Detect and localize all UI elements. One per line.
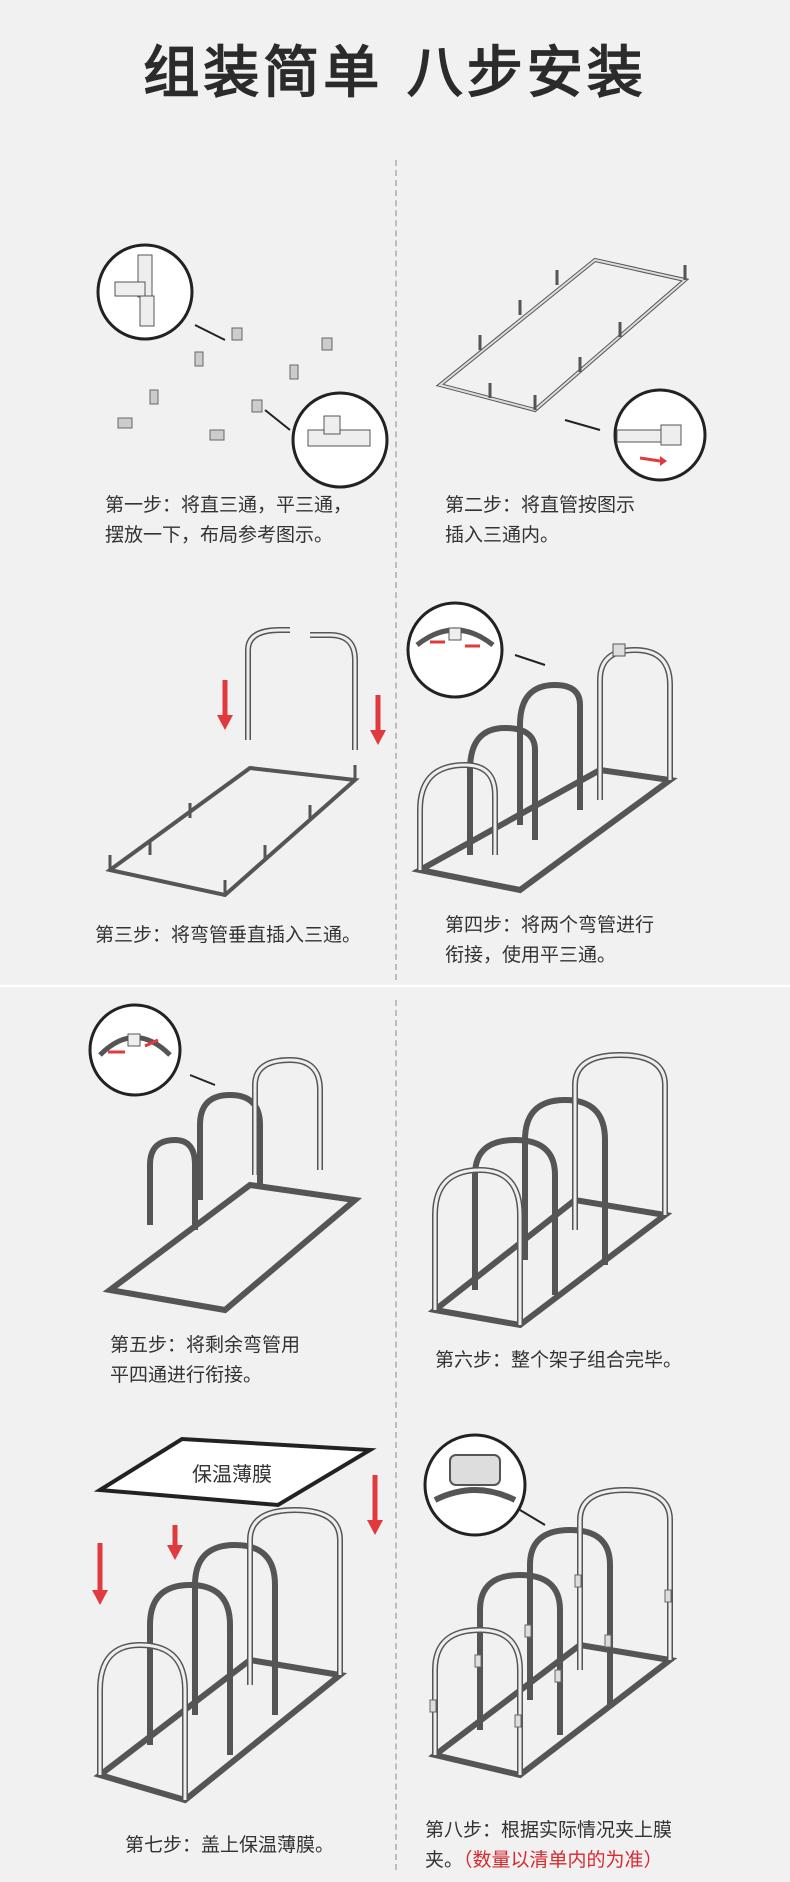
step-6-panel: 第六步：整个架子组合完毕。	[395, 1030, 790, 1385]
step-5-caption-line1: 第五步：将剩余弯管用	[110, 1334, 301, 1356]
step-5-caption-line2: 平四通进行衔接。	[110, 1364, 263, 1386]
step-2-caption-line2: 插入三通内。	[445, 524, 560, 546]
step-6-caption-line1: 第六步：整个架子组合完毕。	[435, 1349, 683, 1371]
step-1-caption-line2: 摆放一下，布局参考图示。	[105, 524, 334, 546]
step-8-caption-line2: 夹。	[425, 1849, 464, 1871]
step-8-note: （数量以清单内的为准）	[463, 1849, 663, 1871]
step-1-illustration	[96, 243, 389, 489]
step-4-caption-line2: 衔接，使用平三通。	[445, 944, 617, 966]
step-8-caption-line1: 第八步：根据实际情况夹上膜	[425, 1819, 673, 1841]
step-7-panel: 保温薄膜 第七步：盖上保温薄膜。	[0, 1425, 395, 1870]
step-6-illustration	[427, 1051, 673, 1329]
step-8-illustration	[423, 1433, 678, 1779]
step-4-panel: 第四步：将两个弯管进行 衔接，使用平三通。	[395, 600, 790, 975]
step-5-illustration	[88, 1003, 363, 1314]
step-3-panel: 第三步：将弯管垂直插入三通。	[0, 620, 395, 965]
page-title: 组装简单 八步安装	[143, 41, 647, 106]
section-divider	[0, 985, 790, 987]
column-divider	[395, 160, 397, 980]
step-7-caption-line1: 第七步：盖上保温薄膜。	[125, 1834, 335, 1856]
step-4-caption-line1: 第四步：将两个弯管进行	[445, 914, 655, 936]
step-2-panel: 第二步：将直管按图示 插入三通内。	[395, 230, 790, 560]
column-divider	[395, 1000, 397, 1870]
step-2-caption-line1: 第二步：将直管按图示	[445, 494, 636, 516]
film-label: 保温薄膜	[192, 1462, 272, 1486]
step-4-illustration	[406, 601, 678, 894]
step-7-illustration	[92, 1436, 383, 1804]
step-5-panel: 第五步：将剩余弯管用 平四通进行衔接。	[0, 1000, 395, 1386]
step-3-illustration	[105, 627, 386, 898]
step-8-panel: 第八步：根据实际情况夹上膜 夹。（数量以清单内的为准）	[395, 1425, 790, 1871]
step-2-illustration	[435, 257, 707, 482]
step-3-caption-line1: 第三步：将弯管垂直插入三通。	[95, 924, 362, 946]
step-1-panel: 第一步：将直三通，平三通， 摆放一下，布局参考图示。	[0, 230, 395, 560]
step-1-caption-line1: 第一步：将直三通，平三通，	[105, 494, 353, 516]
